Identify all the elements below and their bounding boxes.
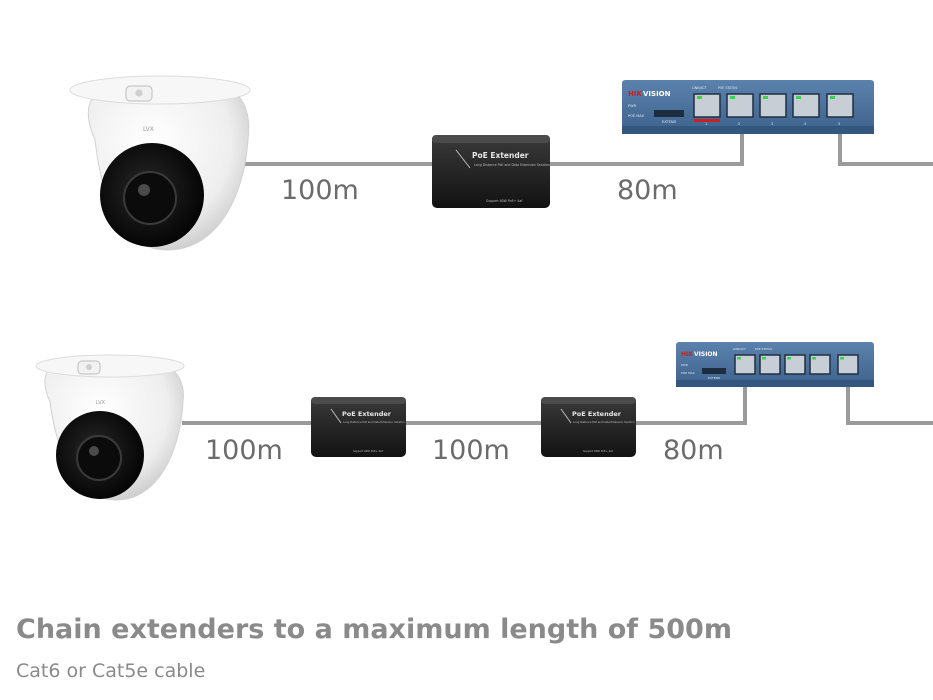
row-1-switch-mode-switch	[654, 110, 684, 117]
row-1: LVX PoE Extender Long Distance PoE and D…	[69, 75, 933, 251]
row-2-cable-extender-2-to-switch	[636, 372, 747, 425]
row-1-switch-port-4-number: 4	[804, 122, 807, 126]
row-1-switch-poe-status: POE STATUS	[718, 86, 737, 90]
row-2-camera-tab-dot	[86, 364, 92, 370]
row-2-switch-brand-prefix: HIK	[681, 351, 693, 358]
row-2-extender-1-footer: Support 60W PoE+ 4af	[353, 449, 383, 453]
row-2-camera-ring	[35, 354, 185, 378]
row-2-camera: LVX	[35, 354, 185, 501]
row-1-extender-body	[432, 135, 550, 208]
row-2-switch-port-3	[784, 354, 806, 375]
row-2-extender-2: PoE Extender Long Distance PoE and Data …	[541, 397, 636, 457]
row-2-cables	[182, 372, 933, 425]
row-1-switch-port-1-led	[697, 96, 702, 99]
row-2-switch-poe: POE MAX	[681, 371, 695, 375]
row-1-extender: PoE Extender Long Distance PoE and Data …	[432, 135, 550, 208]
row-1-extender-top	[432, 135, 550, 143]
row-2-extender-1: PoE Extender Long Distance PoE and Data …	[311, 397, 406, 457]
row-1-switch-port-uplink-led	[830, 96, 835, 99]
row-2-switch-port-uplink-led	[840, 357, 844, 360]
row-1-camera-brand: LVX	[143, 126, 154, 133]
row-1-switch-port-4	[792, 93, 820, 118]
row-1-switch-uplink-number: 5	[838, 122, 840, 126]
row-2-switch: HIK VISION PWR POE MAX EXTEND LINK/ACT P…	[676, 342, 874, 387]
row-1-switch-link-label: LINK/ACT	[692, 86, 707, 90]
row-2-switch-bottom	[676, 380, 874, 387]
row-2-extender-2-tagline: Long Distance PoE and Data Extension Sol…	[573, 420, 635, 424]
row-2-distance-1: 100m	[205, 435, 283, 466]
row-2-camera-brand: LVX	[96, 400, 106, 406]
row-2-extender-1-tagline: Long Distance PoE and Data Extension Sol…	[343, 420, 405, 424]
row-2-switch-port-uplink	[837, 354, 859, 375]
row-1-extender-tagline: Long Distance PoE and Data Extension Sol…	[474, 163, 550, 167]
row-2-extender-2-stripe	[560, 408, 572, 424]
row-2-camera-lens-glint	[89, 446, 99, 456]
row-1-camera-ring	[69, 75, 251, 105]
row-1-camera-tab-dot	[135, 89, 143, 97]
row-2-extender-2-top	[541, 397, 636, 404]
row-2-switch-brand-suffix: VISION	[694, 351, 718, 358]
row-2-extender-1-body	[311, 397, 406, 457]
row-2-switch-port-2	[759, 354, 781, 375]
row-1-camera-lens-glint	[138, 184, 150, 196]
row-2-switch-link-label: LINK/ACT	[733, 347, 746, 351]
row-2-switch-port-2-led	[762, 357, 766, 360]
row-1-switch-port-2-number: 2	[738, 122, 740, 126]
row-2-extender-1-stripe	[330, 408, 342, 424]
row-1-switch: HIK VISION PWR POE MAX EXTEND LINK/ACT P…	[622, 80, 874, 134]
row-1-switch-poe: POE MAX	[628, 114, 645, 118]
caption-title: Chain extenders to a maximum length of 5…	[16, 614, 732, 645]
row-1-switch-brand-suffix: VISION	[643, 90, 671, 98]
row-2-switch-ports	[734, 354, 859, 375]
row-2-camera-lens-inner	[76, 435, 122, 481]
row-1-switch-port-3	[759, 93, 787, 118]
row-2-switch-poe-status: POE STATUS	[755, 347, 772, 351]
row-1-switch-port-4-led	[796, 96, 801, 99]
row-1-switch-port-2-led	[730, 96, 735, 99]
row-2-extender-1-top	[311, 397, 406, 404]
row-1-extender-title: PoE Extender	[472, 151, 529, 160]
row-1-switch-port-uplink	[826, 93, 854, 118]
row-1-switch-port-3-number: 3	[771, 122, 773, 126]
row-2-switch-port-4	[809, 354, 831, 375]
row-1-switch-ports	[693, 93, 854, 118]
row-2-extender-2-footer: Support 60W PoE+ 4af	[583, 449, 613, 453]
row-1-switch-brand-prefix: HIK	[628, 90, 642, 98]
row-2: LVX PoE Extender Long Distance PoE and D…	[35, 342, 933, 501]
row-1-distance-2: 80m	[617, 175, 678, 206]
row-1-extender-stripe	[455, 149, 471, 169]
caption-subtitle: Cat6 or Cat5e cable	[16, 660, 206, 682]
row-2-switch-port-3-led	[787, 357, 791, 360]
row-1-switch-mode-label: EXTEND	[662, 120, 677, 124]
row-2-extender-2-title: PoE Extender	[572, 410, 622, 418]
row-1-switch-port-1	[693, 93, 721, 118]
row-1-extender-footer: Support 60W PoE+ 4af	[486, 199, 523, 203]
row-2-switch-mode-label: EXTEND	[708, 376, 721, 380]
row-1-switch-red-bar	[694, 119, 720, 122]
row-1-switch-bottom	[622, 126, 874, 134]
row-1-distance-1: 100m	[281, 175, 359, 206]
row-2-switch-port-1	[734, 354, 756, 375]
row-2-extender-2-body	[541, 397, 636, 457]
row-2-switch-port-1-led	[737, 357, 741, 360]
row-1-camera: LVX	[69, 75, 251, 251]
row-1-switch-port-1-number: 1	[705, 122, 707, 126]
row-2-cable-switch-uplink	[846, 372, 933, 425]
row-1-switch-port-2	[726, 93, 754, 118]
row-2-switch-pwr: PWR	[681, 363, 688, 367]
row-2-switch-mode-switch	[702, 368, 726, 374]
row-1-switch-port-3-led	[763, 96, 768, 99]
row-1-camera-lens-inner	[123, 171, 177, 225]
row-2-distance-2: 100m	[432, 435, 510, 466]
row-2-switch-port-4-led	[812, 357, 816, 360]
row-1-switch-pwr: PWR	[628, 104, 637, 108]
row-2-extender-1-title: PoE Extender	[342, 410, 392, 418]
row-2-distance-3: 80m	[663, 435, 724, 466]
